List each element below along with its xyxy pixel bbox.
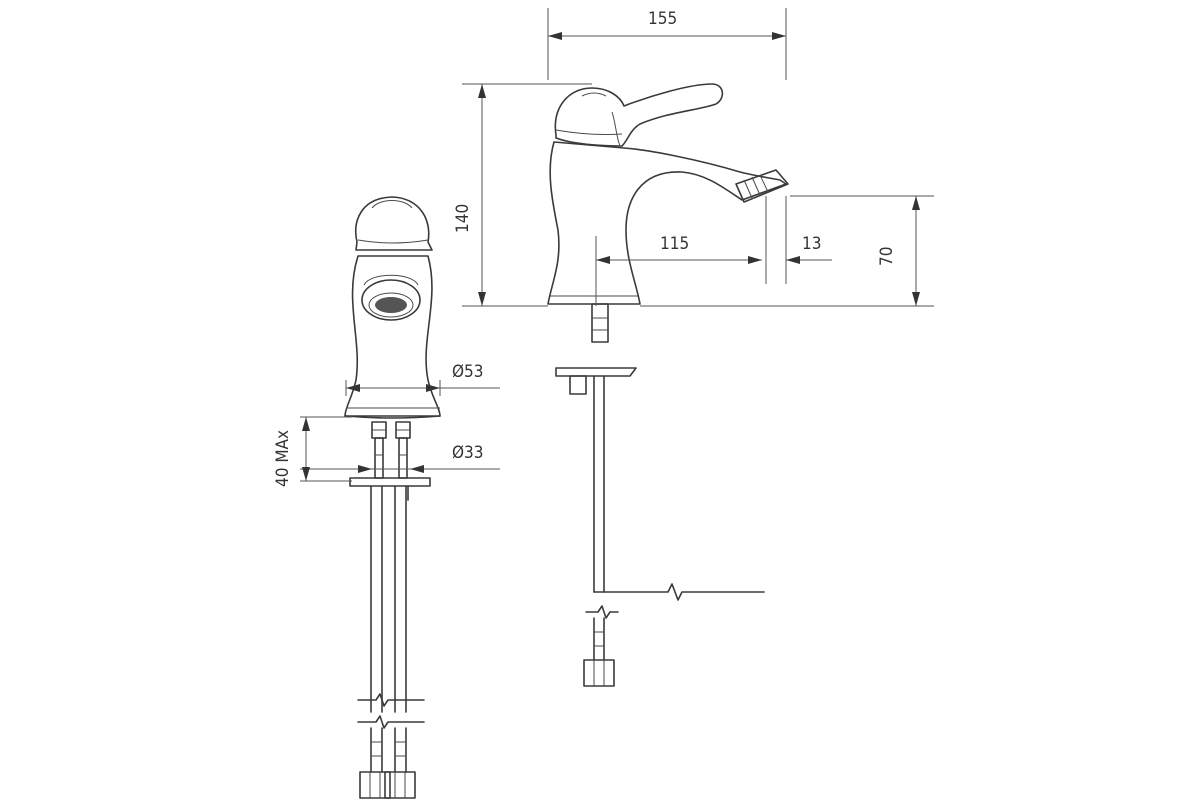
shank-diameter-label: Ø33 [452, 443, 484, 463]
outlet-diameter-label: 13 [802, 234, 821, 254]
front-view [344, 196, 441, 799]
front-hose-nuts [359, 771, 416, 799]
front-handle-cap [355, 196, 433, 251]
base-diameter-label: Ø53 [452, 362, 484, 382]
side-shank-hose [555, 303, 765, 687]
overall-reach-label: 155 [648, 9, 677, 29]
max-deck-thickness-label: 40 MAx [273, 430, 293, 487]
spout-projection-label: 115 [660, 234, 689, 254]
side-dimensions: 155 140 115 13 70 [453, 8, 934, 307]
front-aerator [361, 274, 421, 321]
side-handle-lever [554, 83, 724, 147]
outlet-height-label: 70 [877, 247, 897, 266]
front-shanks [371, 421, 411, 479]
side-body-spout [547, 141, 787, 305]
overall-height-label: 140 [453, 204, 473, 233]
front-dimensions: Ø53 Ø33 40 MAx [273, 362, 500, 487]
side-view [547, 83, 789, 687]
front-supply-hoses [357, 485, 425, 773]
